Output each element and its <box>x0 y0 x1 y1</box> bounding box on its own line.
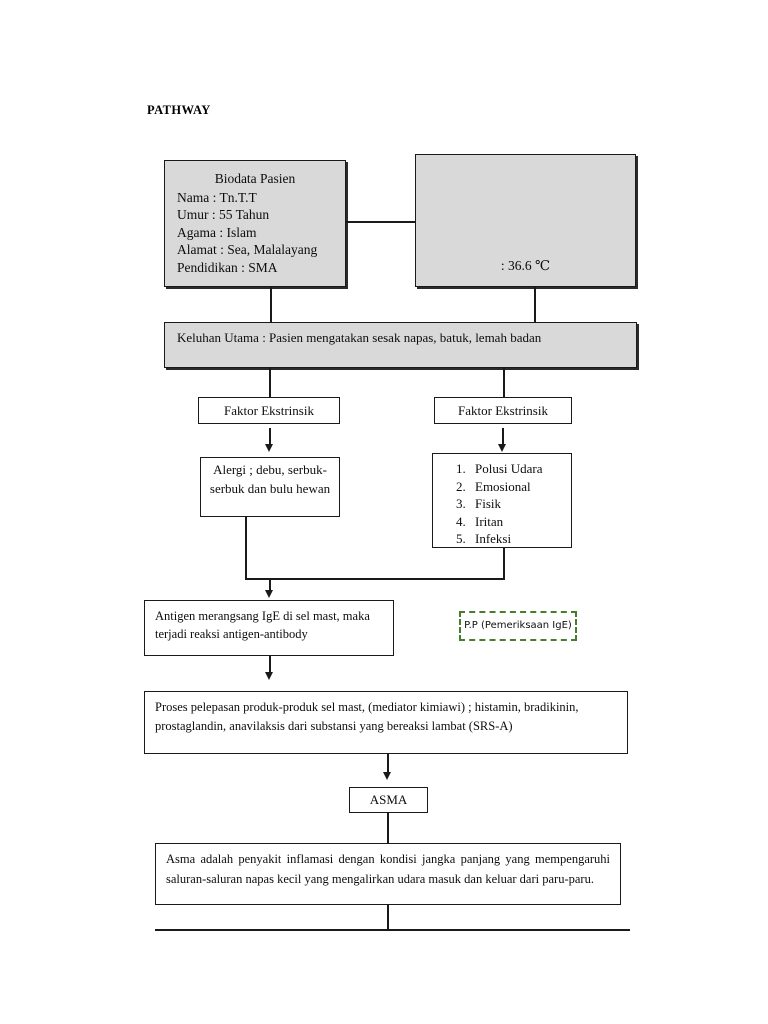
asma-label: ASMA <box>369 792 408 807</box>
connector-proses-to-asma <box>387 754 389 774</box>
list-item: Polusi Udara <box>469 460 571 478</box>
connector-keluhan-to-faktor-left <box>269 368 271 397</box>
arrowhead-to-asma-icon <box>383 772 391 780</box>
connector-alergi-down <box>245 517 247 579</box>
alergi-box: Alergi ; debu, serbuk-serbuk dan bulu he… <box>200 457 340 517</box>
list-item: Infeksi <box>469 530 571 548</box>
biodata-field-nama: Nama : Tn.T.T <box>177 189 257 205</box>
arrowhead-to-pemicu-icon <box>498 444 506 452</box>
connector-biodata-to-keluhan <box>270 287 272 322</box>
list-item: Fisik <box>469 495 571 513</box>
asma-box: ASMA <box>349 787 428 813</box>
biodata-field-alamat: Alamat : Sea, Malalayang <box>177 242 318 257</box>
biodata-field-pendidikan: Pendidikan : SMA <box>177 259 278 275</box>
arrowhead-to-antigen-icon <box>265 590 273 598</box>
pemeriksaan-fisik-box: : 36.6 ℃ <box>415 154 636 287</box>
faktor-ekstrinsik-left-box: Faktor Ekstrinsik <box>198 397 340 424</box>
list-item: Iritan <box>469 513 571 531</box>
proses-pelepasan-text: Proses pelepasan produk-produk sel mast,… <box>155 700 579 733</box>
biodata-pasien-box: Biodata Pasien Nama : Tn.T.T Umur : 55 T… <box>164 160 346 287</box>
faktor-ekstrinsik-right-label: Faktor Ekstrinsik <box>458 403 548 418</box>
arrowhead-to-proses-icon <box>265 672 273 680</box>
biodata-field-umur: Umur : 55 Tahun <box>177 207 270 222</box>
proses-pelepasan-box: Proses pelepasan produk-produk sel mast,… <box>144 691 628 754</box>
list-item: Emosional <box>469 478 571 496</box>
connector-vitals-to-keluhan <box>534 287 536 322</box>
faktor-ekstrinsik-left-label: Faktor Ekstrinsik <box>224 403 314 418</box>
faktor-ekstrinsik-right-box: Faktor Ekstrinsik <box>434 397 572 424</box>
definisi-asma-text: Asma adalah penyakit inflamasi dengan ko… <box>166 852 610 886</box>
faktor-pemicu-list: Polusi Udara Emosional Fisik Iritan Infe… <box>433 460 571 548</box>
definisi-asma-box: Asma adalah penyakit inflamasi dengan ko… <box>155 843 621 905</box>
pemeriksaan-penunjang-box: P.P (Pemeriksaan IgE) <box>459 611 577 641</box>
connector-pemicu-down <box>503 548 505 579</box>
pemeriksaan-penunjang-label: P.P (Pemeriksaan IgE) <box>464 620 572 631</box>
connector-keluhan-to-faktor-right <box>503 368 505 397</box>
keluhan-utama-box: Keluhan Utama : Pasien mengatakan sesak … <box>164 322 637 368</box>
connector-faktor-left-to-alergi <box>269 428 271 446</box>
connector-antigen-to-proses <box>269 656 271 674</box>
biodata-heading: Biodata Pasien <box>214 171 296 186</box>
connector-faktor-right-to-pemicu <box>502 428 504 446</box>
alergi-text: Alergi ; debu, serbuk-serbuk dan bulu he… <box>209 462 331 496</box>
page-title: PATHWAY <box>147 103 211 117</box>
connector-asma-to-definisi <box>387 813 389 843</box>
connector-merge-horizontal <box>245 578 505 580</box>
connector-biodata-to-vitals <box>346 221 415 223</box>
biodata-field-agama: Agama : Islam <box>177 224 257 240</box>
arrowhead-to-alergi-icon <box>265 444 273 452</box>
keluhan-utama-text: Keluhan Utama : Pasien mengatakan sesak … <box>177 330 542 345</box>
connector-bottom-branch-horizontal <box>155 929 630 931</box>
faktor-pemicu-list-box: Polusi Udara Emosional Fisik Iritan Infe… <box>432 453 572 548</box>
antigen-text: Antigen merangsang IgE di sel mast, maka… <box>155 609 370 641</box>
antigen-reaksi-box: Antigen merangsang IgE di sel mast, maka… <box>144 600 394 656</box>
connector-merge-to-antigen <box>269 578 271 592</box>
vital-temperature-value: : 36.6 ℃ <box>500 258 551 273</box>
connector-definisi-down <box>387 905 389 931</box>
